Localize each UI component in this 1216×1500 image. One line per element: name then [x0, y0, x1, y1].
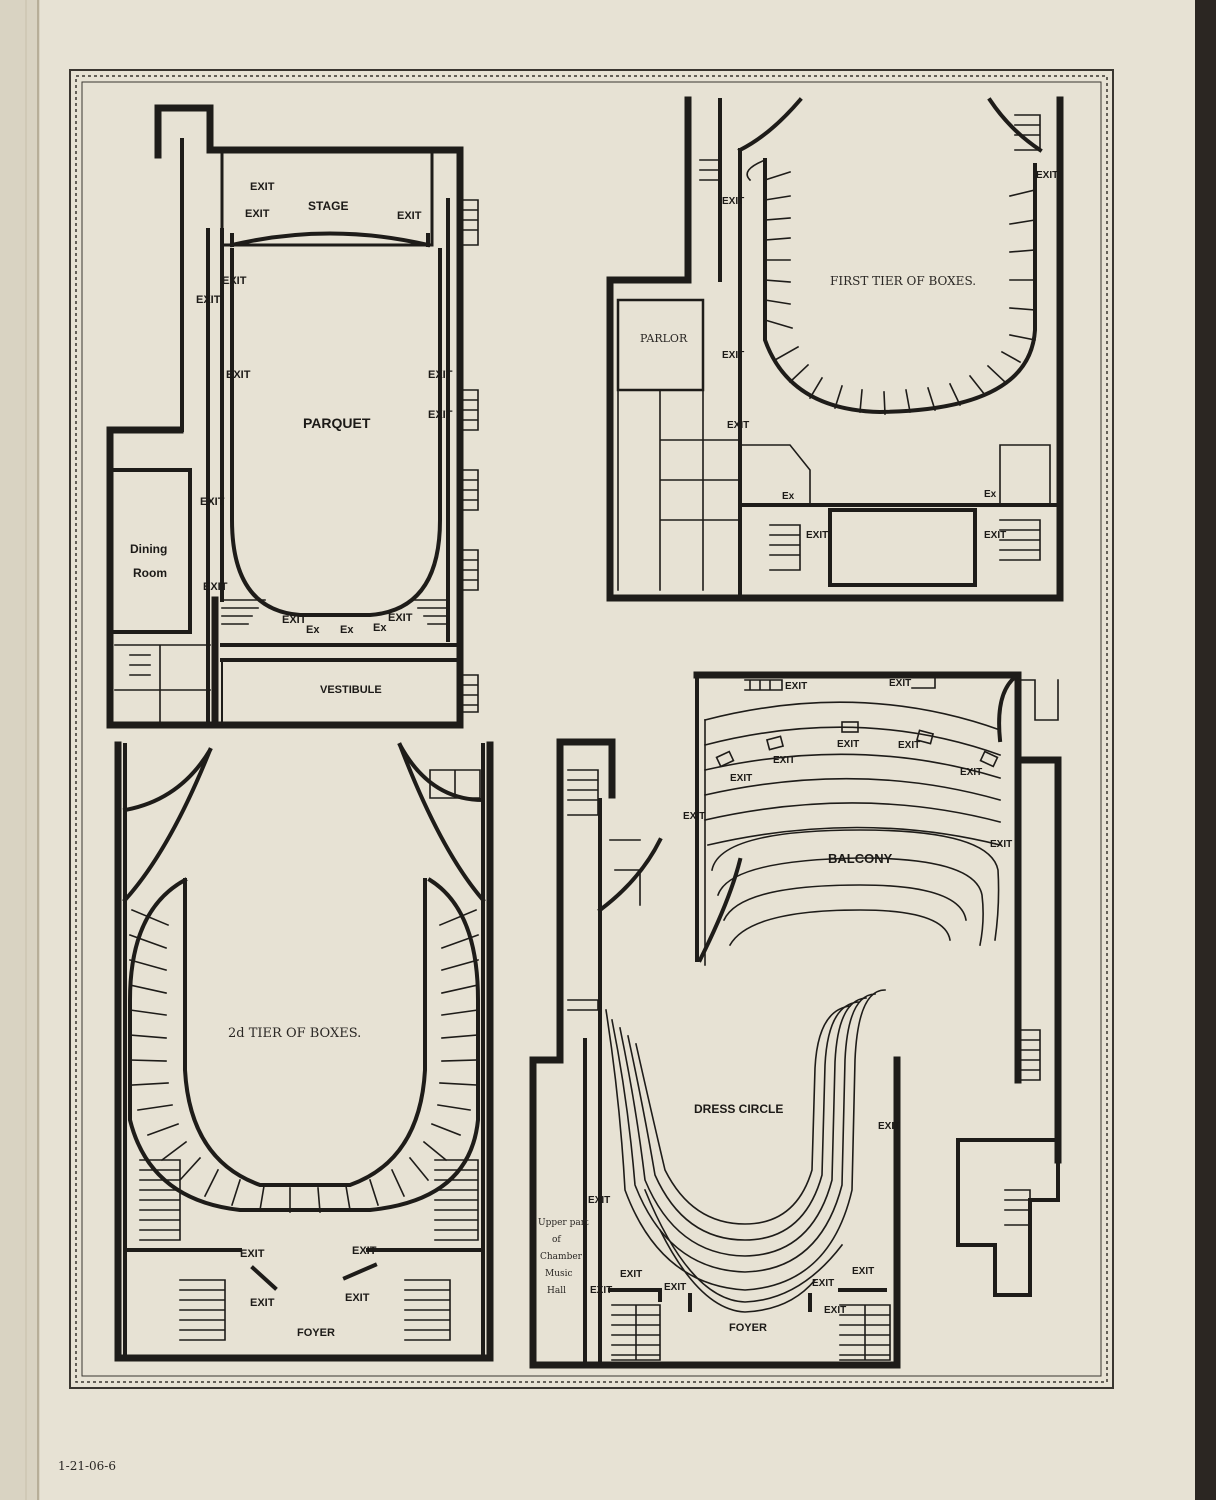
balcony-plan: BALCONY EXIT EXIT EXIT EXIT EXIT EXIT EX… [683, 671, 1062, 1297]
ex-label: Ex [340, 624, 354, 636]
first-tier-plan: FIRST TIER OF BOXES. PARLOR EXIT EXIT EX… [606, 96, 1064, 602]
vestibule-area [221, 659, 461, 726]
dress-circle-label: DRESS CIRCLE [694, 1102, 783, 1116]
foyer-label: FOYER [297, 1327, 335, 1339]
exit-label: EXIT [352, 1245, 377, 1257]
exit-label: EXIT [620, 1269, 642, 1280]
exit-label: EXIT [990, 839, 1012, 850]
exit-label: EXIT [824, 1305, 846, 1316]
exit-label: EXIT [722, 196, 744, 207]
parquet-oval [230, 248, 442, 617]
exit-label: EXIT [397, 210, 422, 222]
exit-label: EXIT [345, 1292, 370, 1304]
exit-label: EXIT [889, 678, 911, 689]
ex-label: Ex [373, 622, 387, 634]
exit-label: EXIT [722, 350, 744, 361]
exit-label: EXIT [837, 739, 859, 750]
exit-label: EXIT [773, 755, 795, 766]
exit-label: EXIT [250, 1297, 275, 1309]
ex-label: Ex [984, 489, 997, 500]
parquet-label: PARQUET [303, 415, 371, 431]
exit-label: EXIT [388, 612, 413, 624]
exit-label: EXIT [588, 1195, 610, 1206]
balcony-label: BALCONY [828, 851, 893, 866]
foyer-label: FOYER [729, 1322, 767, 1334]
parquet-plan: STAGE PARQUET VESTIBULE Dining Room EXIT… [106, 104, 479, 729]
exit-label: EXIT [590, 1285, 612, 1296]
exit-label: EXIT [960, 767, 982, 778]
stage-label: STAGE [308, 199, 348, 213]
exit-label: EXIT [200, 496, 225, 508]
parlor-label: PARLOR [640, 332, 688, 345]
ex-label: Ex [306, 624, 320, 636]
balcony-seating-arcs [704, 701, 1002, 966]
chamber-music-hall-label-line1: Upper part [538, 1218, 589, 1228]
binding-edge [0, 0, 40, 1500]
exit-label: EXIT [664, 1282, 686, 1293]
exit-label: EXIT [282, 614, 307, 626]
vestibule-label: VESTIBULE [320, 684, 382, 696]
first-tier-title: FIRST TIER OF BOXES. [830, 274, 976, 288]
dress-circle-seating-arcs [605, 989, 886, 1313]
exit-label: EXIT [806, 530, 828, 541]
exit-label: EXIT [428, 409, 453, 421]
dining-room-label-line2: Room [133, 566, 167, 580]
chamber-music-hall-label-line4: Music [545, 1269, 573, 1279]
exit-label: EXIT [245, 208, 270, 220]
chamber-music-hall-label-line3: Chamber [540, 1252, 583, 1262]
exit-label: EXIT [812, 1278, 834, 1289]
second-tier-plan: 2d TIER OF BOXES. FOYER EXIT EXIT EXIT E… [114, 741, 494, 1362]
dress-circle-plan: DRESS CIRCLE FOYER Upper part of Chamber… [529, 738, 901, 1369]
second-tier-box-ring [128, 877, 480, 1212]
exit-label: EXIT [984, 530, 1006, 541]
second-tier-title: 2d TIER OF BOXES. [228, 1026, 361, 1041]
exit-label: EXIT [730, 773, 752, 784]
exit-label: EXIT [226, 369, 251, 381]
exit-label: EXIT [240, 1248, 265, 1260]
exit-label: EXIT [898, 740, 920, 751]
exit-label: EXIT [785, 681, 807, 692]
margin-note: 1-21-06-6 [58, 1459, 116, 1473]
exit-label: EXIT [222, 275, 247, 287]
first-tier-box-ring [763, 158, 1037, 415]
exit-label: EXIT [852, 1266, 874, 1277]
exit-label: EXIT [196, 294, 221, 306]
exit-label: EXIT [1036, 170, 1058, 181]
chamber-music-hall-label-line2: of [552, 1235, 561, 1245]
page-border [69, 69, 1114, 1389]
exit-label: EXIT [683, 811, 705, 822]
exit-label: EXIT [203, 581, 228, 593]
chamber-music-hall-label-line5: Hall [547, 1286, 566, 1296]
stage-area [220, 148, 434, 247]
exit-label: EXIT [428, 369, 453, 381]
exit-label: EXIT [250, 181, 275, 193]
dining-room-label-line1: Dining [130, 542, 167, 556]
exit-label: EXIT [727, 420, 749, 431]
ex-label: Ex [782, 491, 795, 502]
exit-label: EXIT [878, 1121, 900, 1132]
